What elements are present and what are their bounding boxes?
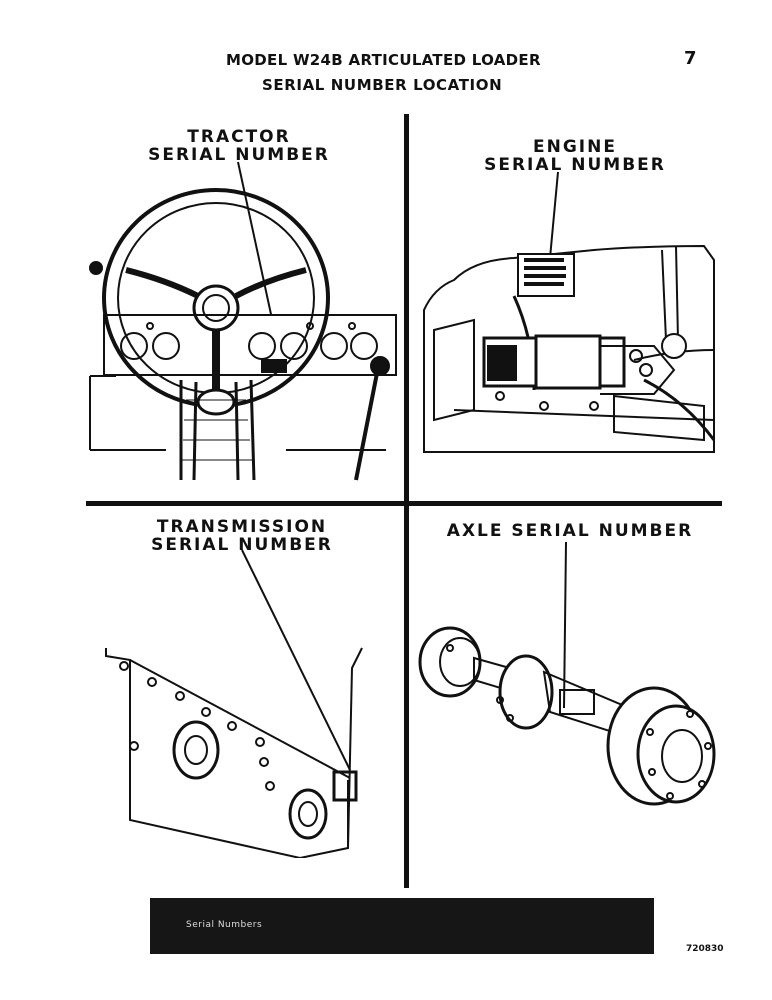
axle-illustration: [418, 541, 716, 806]
transmission-label-line1: TRANSMISSION: [156, 517, 328, 537]
steering-wheel-illustration: [89, 161, 397, 481]
page-subtitle: SERIAL NUMBER LOCATION: [262, 76, 503, 94]
engine-illustration: [423, 171, 716, 453]
tractor-serial-label: TRACTOR SERIAL NUMBER: [128, 128, 350, 164]
engine-label-line2: SERIAL NUMBER: [484, 155, 666, 175]
serial-numbers-banner: Serial Numbers: [150, 898, 654, 954]
page-number: 7: [684, 48, 697, 69]
transmission-serial-label: TRANSMISSION SERIAL NUMBER: [126, 518, 358, 554]
tractor-label-line2: SERIAL NUMBER: [148, 145, 330, 165]
engine-serial-label: ENGINE SERIAL NUMBER: [462, 138, 688, 174]
transmission-illustration: [105, 549, 363, 858]
engine-label-line1: ENGINE: [533, 137, 617, 157]
tractor-label-line1: TRACTOR: [187, 127, 291, 147]
axle-label-line1: AXLE SERIAL NUMBER: [446, 521, 694, 541]
horizontal-divider: [86, 501, 722, 506]
banner-title: Serial Numbers: [186, 920, 263, 930]
page-header-title: MODEL W24B ARTICULATED LOADER: [226, 51, 541, 69]
axle-serial-label: AXLE SERIAL NUMBER: [420, 522, 720, 540]
figure-number: 720830: [686, 944, 724, 954]
transmission-label-line2: SERIAL NUMBER: [151, 535, 333, 555]
